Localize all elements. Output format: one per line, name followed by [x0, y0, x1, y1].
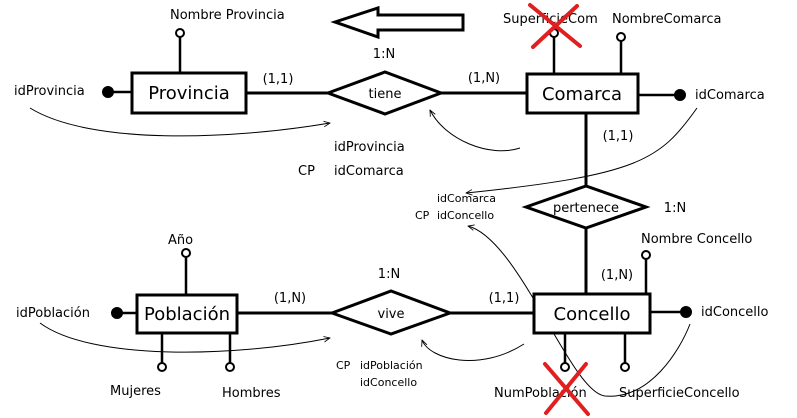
attribute-connectors [112, 33, 683, 364]
pertenece-card-comarca: (1,1) [603, 129, 634, 144]
attr-mujeres: Mujeres [110, 384, 161, 399]
attr-superficie-concello: SuperficieConcello [619, 386, 740, 401]
concello-num-circle [560, 362, 570, 372]
attr-nombre-concello: Nombre Concello [641, 232, 752, 247]
concello-id-key-circle [680, 306, 692, 318]
relationship-pertenece-diamond [521, 184, 651, 230]
relationship-tiene: tiene [369, 87, 402, 102]
tiene-annot-cp: CP [298, 164, 315, 179]
entity-poblacion-box [135, 293, 239, 335]
tiene-card-provincia: (1,1) [263, 72, 294, 87]
provincia-nombre-circle [175, 28, 185, 38]
concello-nombre-circle [641, 250, 651, 260]
poblacion-hombres-circle [225, 362, 235, 372]
attr-hombres: Hombres [222, 386, 281, 401]
attr-id-concello: idConcello [701, 305, 769, 320]
relationship-pertenece: pertenece [553, 201, 619, 216]
cross-num-poblacion-icon [543, 362, 590, 416]
relationship-vive-diamond [327, 289, 455, 336]
vive-card-poblacion: (1,N) [274, 291, 306, 306]
vive-card-concello: (1,1) [489, 291, 520, 306]
attr-nombre-provincia: Nombre Provincia [170, 8, 285, 23]
attribute-circles [102, 28, 692, 372]
poblacion-ano-circle [181, 248, 191, 258]
vive-ratio: 1:N [378, 267, 400, 282]
attr-id-comarca: idComarca [695, 88, 765, 103]
pertenece-card-concello: (1,N) [601, 268, 633, 283]
tiene-card-comarca: (1,N) [468, 71, 500, 86]
entity-concello-box [532, 292, 652, 335]
pertenece-annot-id-comarca: idComarca [437, 192, 496, 205]
tiene-annot-id-comarca: idComarca [334, 164, 404, 179]
big-left-arrow-icon [330, 5, 465, 40]
entity-comarca: Comarca [542, 84, 622, 105]
poblacion-mujeres-circle [157, 362, 167, 372]
pertenece-annot-cp: CP [415, 209, 430, 222]
entity-concello: Concello [554, 304, 631, 325]
poblacion-id-key-circle [111, 307, 123, 319]
vive-annot-id-concello: idConcello [360, 376, 417, 389]
relationship-tiene-diamond [323, 70, 446, 116]
relationship-vive: vive [378, 307, 405, 322]
attr-ano: Año [168, 233, 193, 248]
tiene-ratio: 1:N [373, 47, 395, 62]
tiene-annot-id-provincia: idProvincia [334, 140, 405, 155]
entity-provincia-box [130, 71, 248, 115]
entity-poblacion: Población [144, 304, 230, 325]
provincia-id-key-circle [102, 86, 114, 98]
pertenece-annot-id-concello: idConcello [437, 209, 494, 222]
attr-id-poblacion: idPoblación [16, 306, 90, 321]
entity-provincia: Provincia [148, 83, 230, 104]
comarca-nombre-circle [616, 32, 626, 42]
vive-annot-cp: CP [336, 359, 351, 372]
vive-annot-id-poblacion: idPoblación [360, 359, 423, 372]
comarca-id-key-circle [674, 89, 686, 101]
cross-superficie-comarca-icon [528, 3, 582, 49]
annotation-arrows [29, 107, 698, 397]
entity-comarca-box [525, 72, 640, 115]
relationship-lines [237, 91, 588, 315]
attr-nombre-comarca: NombreComarca [612, 12, 721, 27]
pertenece-ratio: 1:N [664, 201, 686, 216]
attr-id-provincia: idProvincia [14, 84, 85, 99]
concello-superficie-circle [620, 362, 630, 372]
